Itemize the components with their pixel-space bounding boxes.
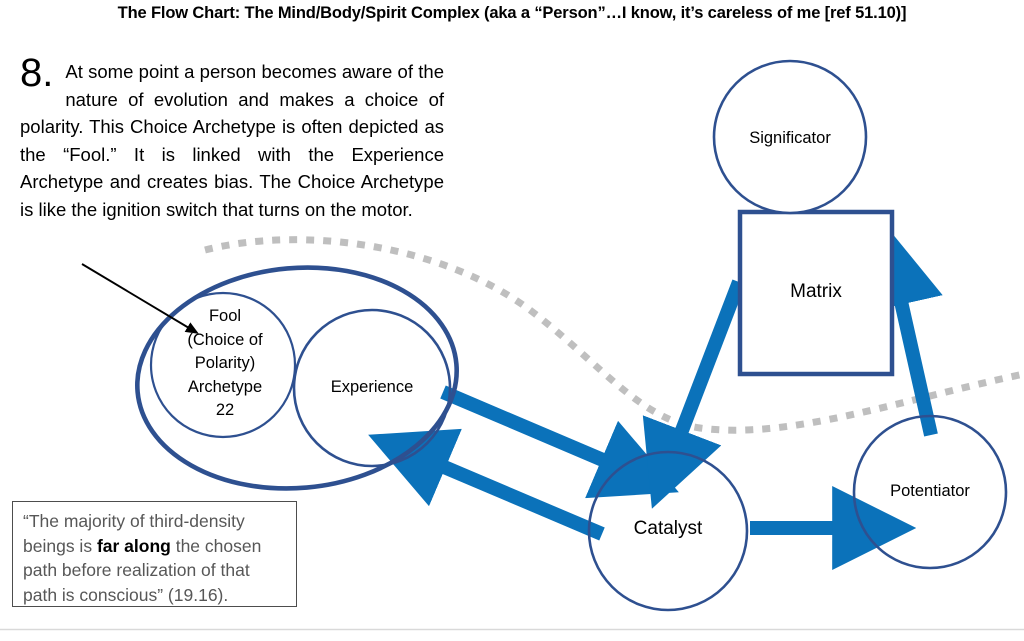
quote-part-1: “The majority of third-density beings is <box>23 511 245 556</box>
node-significator[interactable] <box>712 59 868 215</box>
arrow-experience-to-catalyst <box>440 385 679 499</box>
node-matrix[interactable] <box>737 209 895 377</box>
node-experience[interactable] <box>292 308 452 468</box>
item-paragraph-block: 8. At some point a person becomes aware … <box>20 53 444 223</box>
dotted-guide-curve <box>204 236 1024 434</box>
page-title: The Flow Chart: The Mind/Body/Spirit Com… <box>117 4 907 22</box>
item-number: 8. <box>20 51 54 95</box>
node-complex-ellipse[interactable] <box>128 254 466 501</box>
arrow-matrix-to-catalyst <box>642 279 746 509</box>
node-potentiator[interactable] <box>852 414 1008 570</box>
node-fool[interactable] <box>149 291 297 439</box>
quote-callout-box: “The majority of third-density beings is… <box>12 501 297 607</box>
arrow-catalyst-to-experience <box>368 428 605 541</box>
quote-part-2: the chosen path before realization of th… <box>23 535 262 605</box>
arrow-potentiator-to-matrix <box>860 222 943 437</box>
pointer-arrow-to-fool <box>81 263 199 334</box>
quote-emphasis: far along <box>96 535 171 556</box>
node-catalyst[interactable] <box>587 450 749 612</box>
quote-text: “The majority of third-density beings is… <box>23 509 287 607</box>
item-paragraph-text: At some point a person becomes aware of … <box>20 61 444 220</box>
